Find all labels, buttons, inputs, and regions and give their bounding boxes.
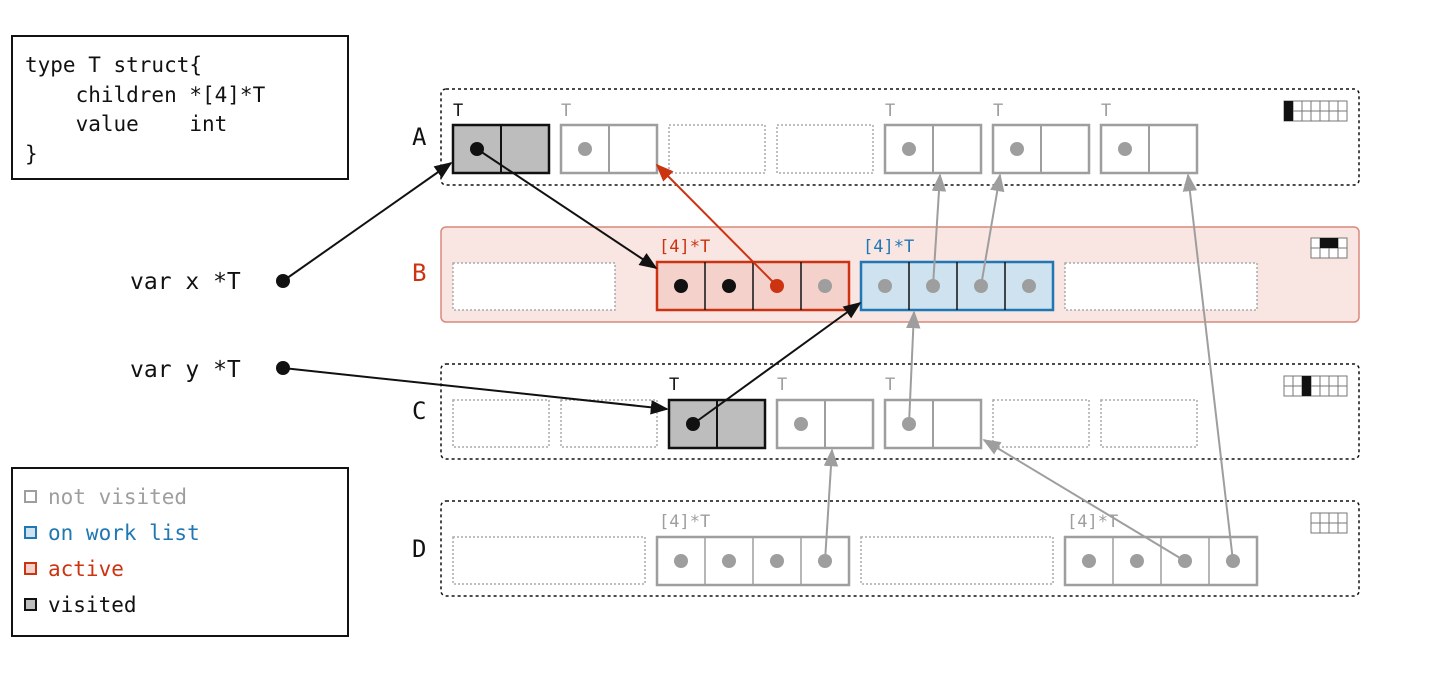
arrow-d1-to-c2 bbox=[823, 448, 839, 562]
span-b-worklist-pointer-1 bbox=[878, 279, 892, 293]
span-d-label: D bbox=[412, 535, 426, 563]
span-a-object-1: T bbox=[451, 101, 551, 175]
span-a-type-label-3: T bbox=[885, 101, 895, 121]
pointer-arrows bbox=[282, 148, 1234, 562]
span-d-mark-bitmap bbox=[1310, 512, 1348, 534]
span-a-object-2: T bbox=[559, 101, 659, 175]
span-c-free-slot-2 bbox=[560, 399, 658, 448]
arrow-a1-to-b-active bbox=[476, 148, 658, 269]
span-d: D [4]*T [4]*T bbox=[412, 500, 1360, 597]
var-y-label: var y *T bbox=[130, 357, 241, 383]
span-b: B [4]*T [4]*T bbox=[412, 226, 1360, 323]
span-d-object-2-pointer-2 bbox=[1130, 554, 1144, 568]
span-a-free-slot-1 bbox=[668, 124, 766, 174]
span-a-type-label-4: T bbox=[993, 101, 1003, 121]
span-b-object-worklist: [4]*T bbox=[859, 237, 1055, 312]
code-box: type T struct{ children *[4]*T value int… bbox=[11, 35, 349, 180]
span-c-free-slot-1 bbox=[452, 399, 550, 448]
span-b-active-pointer-2 bbox=[722, 279, 736, 293]
arrow-x-to-a1 bbox=[282, 161, 453, 282]
span-d-object-2: [4]*T bbox=[1063, 512, 1259, 587]
span-a-type-label-5: T bbox=[1101, 101, 1111, 121]
variables: var x *T var y *T bbox=[130, 269, 290, 383]
span-d-object-1-pointer-2 bbox=[722, 554, 736, 568]
span-c-mark-bitmap bbox=[1283, 375, 1348, 397]
span-b-active-pointer-1 bbox=[674, 279, 688, 293]
span-b-object-active: [4]*T bbox=[655, 237, 851, 312]
span-b-free-slot-2 bbox=[1064, 262, 1258, 311]
span-d-type-label-2: [4]*T bbox=[1067, 512, 1118, 532]
span-b-free-slot-1 bbox=[452, 262, 616, 311]
arrow-c3-to-b-worklist bbox=[906, 310, 921, 425]
arrow-b-worklist-to-a4 bbox=[980, 173, 1005, 287]
legend-swatch-not-visited bbox=[24, 490, 37, 503]
span-a-object-3-pointer bbox=[902, 142, 916, 156]
arrow-y-to-c1 bbox=[282, 367, 669, 415]
span-a-label: A bbox=[412, 123, 427, 151]
span-c-type-label-2: T bbox=[777, 375, 787, 395]
legend: not visited on work list active visited bbox=[11, 467, 349, 637]
span-b-worklist-pointer-4 bbox=[1022, 279, 1036, 293]
code-line-3: value int bbox=[25, 112, 227, 136]
span-a-object-5-pointer bbox=[1118, 142, 1132, 156]
span-b-active-pointer-4 bbox=[818, 279, 832, 293]
span-a-free-slot-2 bbox=[776, 124, 874, 174]
span-c: C T T T bbox=[412, 363, 1360, 460]
legend-swatch-active bbox=[24, 562, 37, 575]
legend-label-not-visited: not visited bbox=[48, 485, 187, 509]
span-c-type-label-1: T bbox=[669, 375, 679, 395]
span-a-object-4-pointer bbox=[1010, 142, 1024, 156]
legend-label-visited: visited bbox=[48, 593, 137, 617]
span-a-object-4: T bbox=[991, 101, 1091, 175]
span-c-label: C bbox=[412, 397, 426, 425]
code-line-1: type T struct{ bbox=[25, 53, 202, 77]
code-line-4: } bbox=[25, 142, 38, 166]
code-line-2: children *[4]*T bbox=[25, 83, 266, 107]
span-b-type-label-1: [4]*T bbox=[659, 237, 710, 257]
span-d-object-2-pointer-1 bbox=[1082, 554, 1096, 568]
span-c-type-label-3: T bbox=[885, 375, 895, 395]
span-a-type-label-2: T bbox=[561, 101, 571, 121]
legend-label-active: active bbox=[48, 557, 124, 581]
span-d-free-slot-1 bbox=[452, 536, 646, 585]
span-a-object-5: T bbox=[1099, 101, 1199, 175]
span-a: A T T bbox=[412, 88, 1360, 186]
arrow-d2-to-c3 bbox=[982, 439, 1186, 562]
span-c-object-3: T bbox=[883, 375, 983, 450]
var-x-label: var x *T bbox=[130, 269, 241, 295]
span-a-object-2-pointer bbox=[578, 142, 592, 156]
code-box-frame bbox=[11, 35, 349, 180]
span-d-object-1-pointer-3 bbox=[770, 554, 784, 568]
arrow-b-active-to-a2 bbox=[655, 163, 778, 287]
span-a-object-3: T bbox=[883, 101, 983, 175]
legend-label-on-work-list: on work list bbox=[48, 521, 200, 545]
span-b-label: B bbox=[412, 259, 426, 287]
arrow-c1-to-b-worklist bbox=[692, 301, 862, 425]
span-b-type-label-2: [4]*T bbox=[863, 237, 914, 257]
span-c-object-2: T bbox=[775, 375, 875, 450]
span-d-type-label-1: [4]*T bbox=[659, 512, 710, 532]
span-c-free-slot-4 bbox=[1100, 399, 1198, 448]
legend-swatch-on-work-list bbox=[24, 526, 37, 539]
span-d-object-1-pointer-1 bbox=[674, 554, 688, 568]
arrow-d2-to-a5 bbox=[1182, 173, 1234, 562]
span-c-object-2-pointer bbox=[794, 417, 808, 431]
arrow-b-worklist-to-a3 bbox=[931, 173, 947, 287]
span-a-type-label-1: T bbox=[453, 101, 463, 121]
legend-frame bbox=[11, 467, 349, 637]
span-a-mark-bitmap bbox=[1283, 100, 1348, 122]
span-d-free-slot-2 bbox=[860, 536, 1054, 585]
span-b-mark-bitmap bbox=[1310, 237, 1348, 259]
span-c-free-slot-3 bbox=[992, 399, 1090, 448]
legend-swatch-visited bbox=[24, 598, 37, 611]
